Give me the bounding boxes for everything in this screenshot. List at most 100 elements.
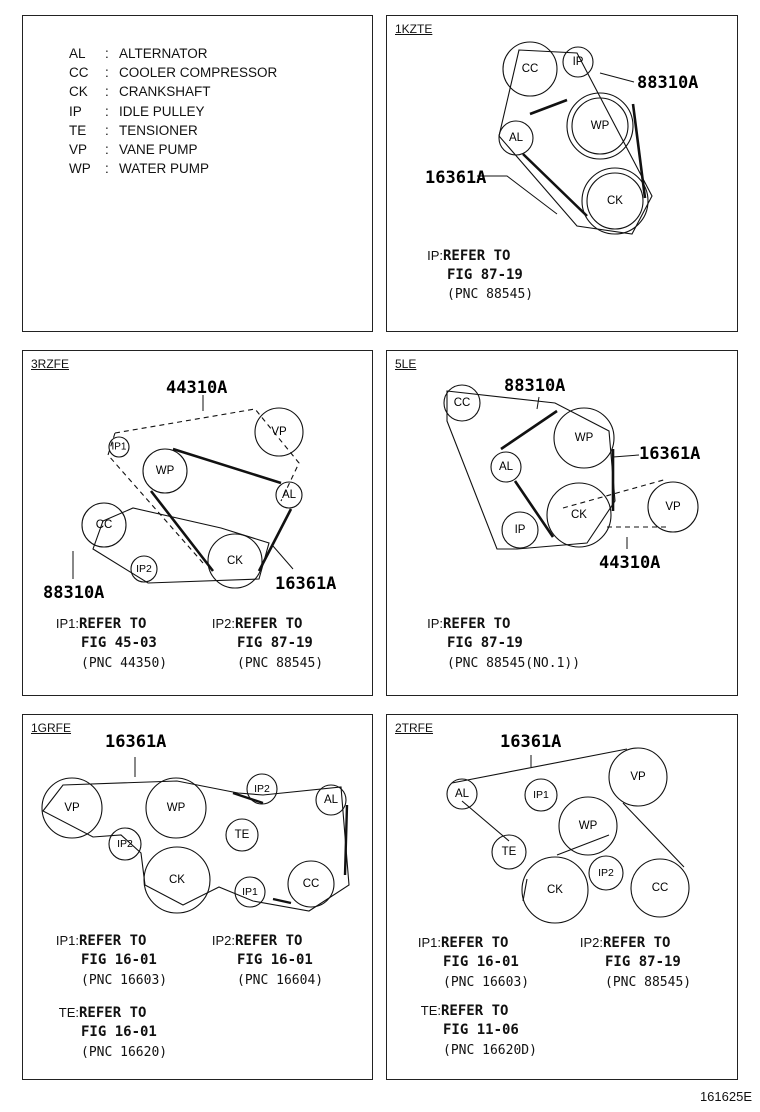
- pulley-label-al: AL: [499, 461, 514, 473]
- pulley-al: [498, 120, 534, 156]
- panel-5le: 5LE CC WP AL CK IP VP 88310A 16361A 4431…: [386, 350, 738, 696]
- reference-te: TE:REFER TO: [420, 1003, 509, 1019]
- pulley-label-al: AL: [509, 132, 524, 144]
- reference-fig: FIG 16-01: [443, 954, 519, 970]
- belt-diagram-1grfe: VP WP IP2 AL TE IP2 CK IP1 CC 16361A: [41, 732, 350, 914]
- legend-row: TE:TENSIONER: [69, 122, 198, 138]
- belt-diagram-3rzfe: IP1 VP WP AL CC IP2 CK 44310A 88310A 163…: [43, 378, 336, 603]
- pulley-vp: [608, 747, 668, 807]
- pulley-label-wp: WP: [591, 120, 610, 132]
- pulley-te: [491, 834, 527, 870]
- pulley-label-cc: CC: [522, 63, 539, 75]
- reference-te: TE:REFER TO: [58, 1005, 147, 1021]
- reference-pnc: (PNC 88545): [237, 656, 324, 671]
- pulley-label-ip2: IP2: [136, 563, 152, 575]
- pulley-label-vp: VP: [630, 771, 646, 783]
- pulley-label-vp: VP: [271, 426, 287, 438]
- leader-lines: [72, 395, 294, 579]
- pulley-label-vp: VP: [64, 802, 80, 814]
- pulley-ip2: [130, 555, 158, 583]
- legend-row: AL:ALTERNATOR: [69, 46, 208, 61]
- pulley-label-cc: CC: [96, 519, 113, 531]
- pulley-label-ck: CK: [607, 195, 623, 207]
- legend-panel: AL:ALTERNATOR CC:COOLER COMPRESSOR CK:CR…: [22, 15, 373, 332]
- legend-row: VP:VANE PUMP: [69, 142, 198, 158]
- panel-2trfe: 2TRFE AL IP1 VP WP TE IP2 CK CC 16361A I…: [386, 714, 738, 1080]
- belt-diagram-5le: CC WP AL CK IP VP 88310A 16361A 44310A: [443, 376, 700, 573]
- reference-fig: FIG 87-19: [447, 267, 523, 283]
- panel-1kzte: 1KZTE CC IP WP AL CK 88310A 16361A IP:RE…: [386, 15, 738, 332]
- pulley-label-vp: VP: [665, 501, 681, 513]
- belt-bold: [500, 409, 615, 538]
- belt-diagram-2trfe: AL IP1 VP WP TE IP2 CK CC 16361A: [446, 732, 690, 924]
- reference-pnc: (PNC 16603): [443, 975, 530, 990]
- reference-ip1: IP1:REFER TO: [55, 933, 147, 949]
- belt-bold: [522, 98, 647, 217]
- part-number: 44310A: [599, 553, 660, 573]
- pulley-te: [225, 818, 259, 852]
- part-number: 88310A: [637, 73, 698, 93]
- reference-fig: FIG 45-03: [81, 635, 157, 651]
- pulley-label-ip: IP: [573, 56, 584, 68]
- pulley-wp: [553, 407, 615, 469]
- reference-fig: FIG 16-01: [237, 952, 313, 968]
- figure-code: 161625E: [699, 1089, 752, 1104]
- pulley-label-al: AL: [455, 788, 470, 800]
- reference-fig: FIG 11-06: [443, 1022, 519, 1038]
- pulley-ip1: [234, 876, 266, 908]
- pulley-wp: [145, 777, 207, 839]
- pulley-ip: [501, 511, 539, 549]
- pulley-label-al: AL: [282, 489, 297, 501]
- pulley-label-wp: WP: [156, 465, 175, 477]
- leader-lines: [477, 72, 635, 215]
- reference-pnc: (PNC 88545): [447, 287, 534, 302]
- reference-pnc: (PNC 16620): [81, 1045, 168, 1060]
- pulley-al: [490, 451, 522, 483]
- pulley-label-ip2b: IP2: [117, 838, 133, 850]
- belt-outline: [42, 780, 350, 912]
- belt-bold: [149, 447, 293, 572]
- pulley-cc: [502, 41, 558, 97]
- pulley-ck: [143, 846, 211, 914]
- part-number: 16361A: [639, 444, 700, 464]
- reference-ip: IP:REFER TO: [427, 248, 511, 264]
- pulley-wp-inner: [571, 97, 629, 155]
- pulley-al: [446, 778, 478, 810]
- belt-diagram-1kzte: CC IP WP AL CK 88310A 16361A: [425, 41, 698, 235]
- pulley-vp: [41, 777, 103, 839]
- pulley-ip1: [108, 436, 130, 458]
- pulley-vp: [254, 407, 304, 457]
- part-number: 88310A: [43, 583, 104, 603]
- pulley-al: [315, 784, 347, 816]
- pulley-wp: [558, 796, 618, 856]
- part-number: 16361A: [105, 732, 166, 752]
- pulley-label-ck: CK: [571, 509, 587, 521]
- pulley-ip1: [524, 778, 558, 812]
- panel-title: 2TRFE: [395, 721, 434, 735]
- pulley-al: [275, 481, 303, 509]
- belt-bold: [232, 791, 349, 905]
- panel-1grfe: 1GRFE VP WP IP2 AL TE IP2 CK IP1 CC 1636…: [22, 714, 373, 1080]
- panel-title: 3RZFE: [31, 357, 70, 371]
- pulley-ip2b: [108, 827, 142, 861]
- pulley-label-ip: IP: [515, 524, 526, 536]
- pulley-cc: [443, 384, 481, 422]
- pulley-ck: [546, 482, 612, 548]
- legend-row: CC:COOLER COMPRESSOR: [69, 65, 278, 81]
- belt-outline: [92, 507, 270, 584]
- pulley-label-cc: CC: [652, 882, 669, 894]
- part-number: 16361A: [275, 574, 336, 594]
- belt-outline: [446, 390, 616, 550]
- part-number: 88310A: [504, 376, 565, 396]
- pulley-label-te: TE: [235, 829, 250, 841]
- pulley-ck-inner: [586, 172, 644, 230]
- panel-title: 1KZTE: [395, 22, 433, 36]
- panel-3rzfe: 3RZFE IP1 VP WP AL CC IP2 CK 44310A 8831…: [22, 350, 373, 696]
- reference-fig: FIG 16-01: [81, 1024, 157, 1040]
- reference-pnc: (PNC 16620D): [443, 1043, 537, 1058]
- part-number: 16361A: [500, 732, 561, 752]
- pulley-label-ip1: IP1: [533, 789, 549, 801]
- pulley-label-ck: CK: [169, 874, 185, 886]
- panel-title: 5LE: [395, 357, 417, 371]
- pulley-label-al: AL: [324, 794, 339, 806]
